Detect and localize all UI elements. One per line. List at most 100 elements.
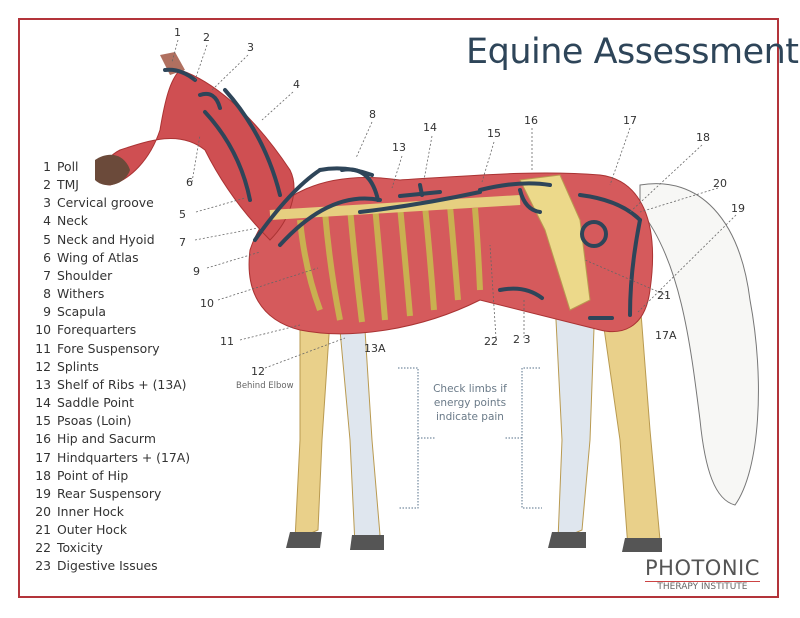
callout-13: 13 bbox=[392, 141, 406, 154]
photonic-logo: PHOTONIC THERAPY INSTITUTE bbox=[645, 556, 760, 592]
legend-label: Splints bbox=[57, 358, 99, 374]
legend-label: Inner Hock bbox=[57, 503, 124, 519]
limb-brackets bbox=[398, 367, 542, 509]
legend-label: Digestive Issues bbox=[57, 558, 158, 574]
callout-13a: 13A bbox=[364, 342, 386, 355]
callout-21: 21 bbox=[657, 289, 671, 302]
legend-item: 11 Fore Suspensory bbox=[34, 340, 190, 358]
callout-19: 19 bbox=[731, 202, 745, 215]
legend-number: 12 bbox=[35, 358, 51, 374]
legend-number: 18 bbox=[35, 467, 51, 483]
legs bbox=[294, 299, 661, 549]
legend-number: 20 bbox=[35, 503, 51, 519]
legend-label: Withers bbox=[57, 286, 105, 302]
callout-3: 3 bbox=[247, 41, 254, 54]
legend-label: Shelf of Ribs + (13A) bbox=[57, 376, 187, 392]
legend-label: Neck bbox=[57, 213, 88, 229]
callout-15: 15 bbox=[487, 127, 501, 140]
callout-22: 22 bbox=[484, 335, 498, 348]
callout-23: 2 3 bbox=[513, 333, 531, 346]
legend-item: 5 Neck and Hyoid bbox=[34, 231, 190, 249]
legend-item: 12 Splints bbox=[34, 358, 190, 376]
note-line: Check limbs if bbox=[433, 383, 507, 395]
legend-label: Forequarters bbox=[57, 322, 137, 338]
legend-number: 16 bbox=[35, 431, 51, 447]
legend-number: 2 bbox=[43, 177, 51, 193]
legend-number: 4 bbox=[43, 213, 51, 229]
legend-number: 21 bbox=[35, 522, 51, 538]
legend-item: 21 Outer Hock bbox=[34, 521, 190, 539]
logo-sub: THERAPY INSTITUTE bbox=[645, 581, 760, 592]
callout-9: 9 bbox=[193, 265, 200, 278]
legend-label: Hindquarters + (17A) bbox=[57, 449, 191, 465]
legend-item: 18 Point of Hip bbox=[34, 467, 190, 485]
callout-4: 4 bbox=[293, 78, 300, 91]
legend-item: 22 Toxicity bbox=[34, 539, 190, 557]
legend-number: 17 bbox=[35, 449, 51, 465]
legend-number: 7 bbox=[43, 267, 51, 283]
legend-item: 8 Withers bbox=[34, 285, 190, 303]
legend-number: 22 bbox=[35, 540, 51, 556]
legend-label: TMJ bbox=[57, 177, 79, 193]
legend-item: 19 Rear Suspensory bbox=[34, 485, 190, 503]
legend-number: 6 bbox=[43, 249, 51, 265]
callout-8: 8 bbox=[369, 108, 376, 121]
legend-label: Poll bbox=[57, 159, 79, 174]
callout-11: 11 bbox=[220, 335, 234, 348]
legend-label: Wing of Atlas bbox=[57, 249, 139, 265]
legend-number: 14 bbox=[35, 395, 51, 411]
callout-10: 10 bbox=[200, 297, 214, 310]
legend-item: 14 Saddle Point bbox=[34, 394, 190, 412]
legend-item: 7 Shoulder bbox=[34, 267, 190, 285]
legend-number: 8 bbox=[43, 286, 51, 302]
legend-item: 20 Inner Hock bbox=[34, 503, 190, 521]
callout-18: 18 bbox=[696, 131, 710, 144]
legend-item: 6 Wing of Atlas bbox=[34, 249, 190, 267]
callout-17a: 17A bbox=[655, 329, 677, 342]
legend-label: Hip and Sacurm bbox=[57, 431, 156, 447]
callout-1: 1 bbox=[174, 26, 181, 39]
legend-item: 23 Digestive Issues bbox=[34, 557, 190, 575]
legend-label: Saddle Point bbox=[57, 395, 134, 411]
energy-point-markers bbox=[163, 67, 642, 320]
legend-number: 19 bbox=[35, 485, 51, 501]
legend-label: Toxicity bbox=[57, 540, 103, 556]
legend-number: 23 bbox=[35, 558, 51, 574]
legend-label: Point of Hip bbox=[57, 467, 129, 483]
behind-elbow-note: Behind Elbow bbox=[236, 381, 294, 391]
frame-border bbox=[18, 18, 779, 598]
legend-label: Outer Hock bbox=[57, 522, 128, 538]
logo-main: PHOTONIC bbox=[645, 556, 760, 580]
callout-6: 6 bbox=[186, 176, 193, 189]
legend-label: Fore Suspensory bbox=[57, 340, 160, 356]
legend-number: 10 bbox=[35, 322, 51, 338]
callout-12: 12 bbox=[251, 365, 265, 378]
legend-number: 9 bbox=[43, 304, 51, 320]
legend-item: 17 Hindquarters + (17A) bbox=[34, 449, 190, 467]
legend-label: Scapula bbox=[57, 304, 107, 320]
legend-number: 5 bbox=[43, 231, 51, 247]
callout-20: 20 bbox=[713, 177, 727, 190]
callout-14: 14 bbox=[423, 121, 437, 134]
check-limbs-note: Check limbs if energy points indicate pa… bbox=[425, 382, 515, 424]
legend-label: Rear Suspensory bbox=[57, 485, 162, 501]
legend-item: 9 Scapula bbox=[34, 303, 190, 321]
note-line: indicate pain bbox=[436, 411, 504, 423]
ribcage bbox=[297, 205, 483, 323]
callout-7: 7 bbox=[179, 236, 186, 249]
callout-5: 5 bbox=[179, 208, 186, 221]
callout-2: 2 bbox=[203, 31, 210, 44]
legend-item: 2 TMJ bbox=[34, 176, 190, 194]
legend-item: 4 Neck bbox=[34, 212, 190, 230]
note-line: energy points bbox=[433, 397, 507, 409]
legend-number: 11 bbox=[35, 340, 51, 356]
legend-number: 13 bbox=[35, 376, 51, 392]
legend-label: Shoulder bbox=[57, 267, 113, 283]
legend-label: Psoas (Loin) bbox=[57, 413, 132, 429]
legend-label: Neck and Hyoid bbox=[57, 231, 155, 247]
